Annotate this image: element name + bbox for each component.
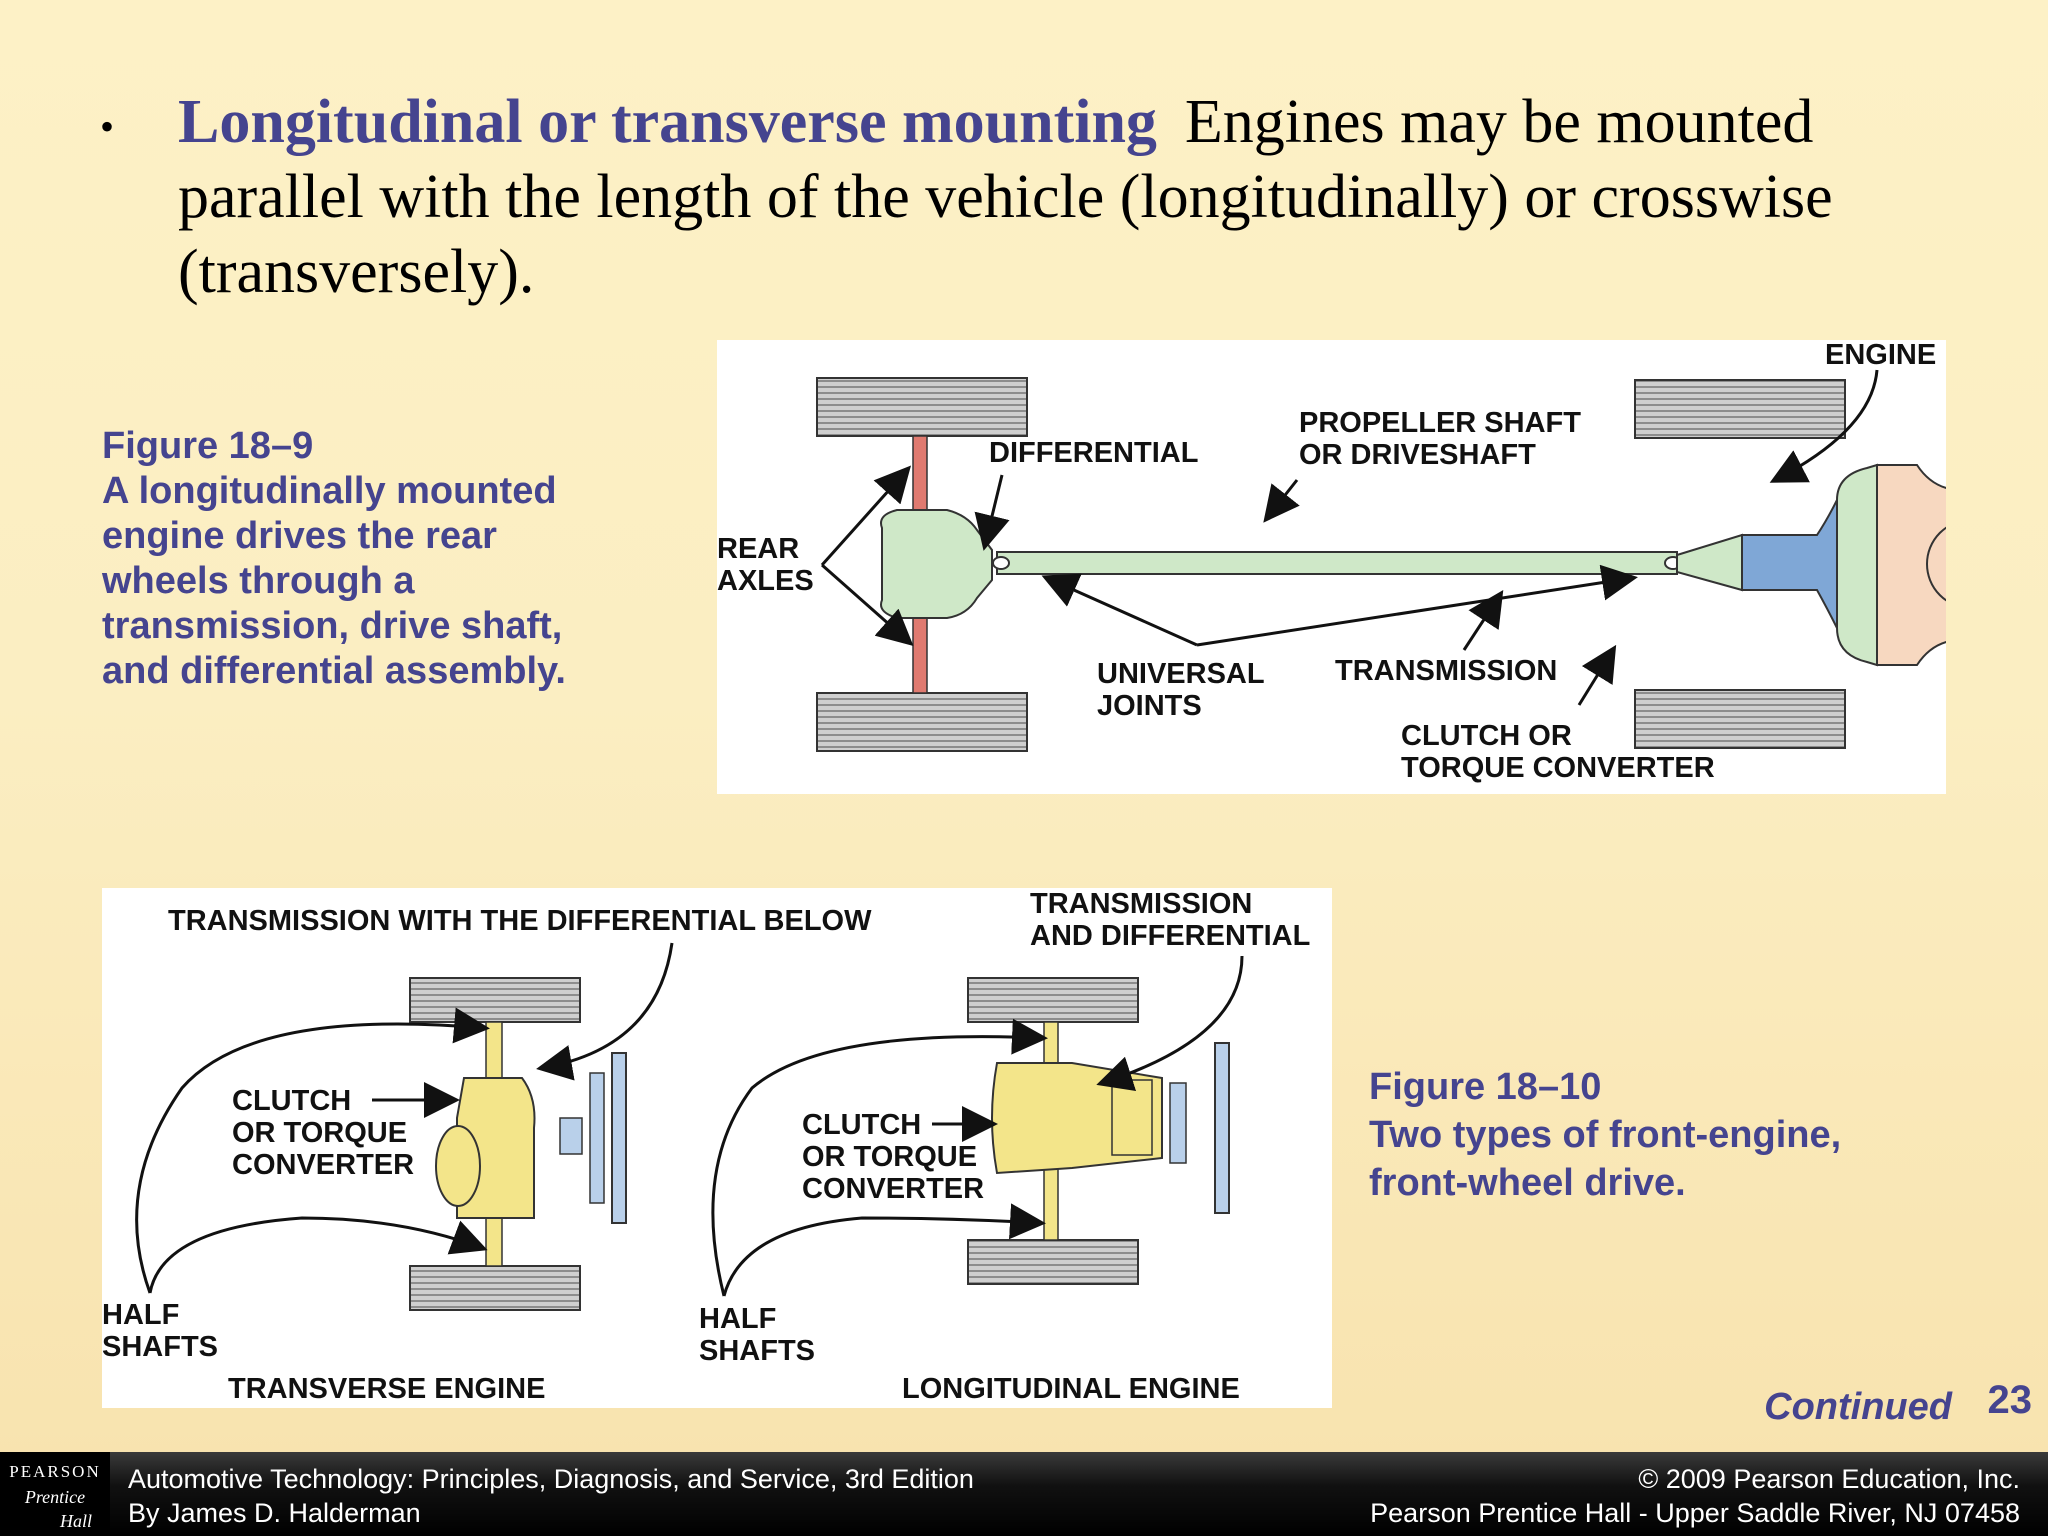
figure-18-9-diagram: ENGINE PROPELLER SHAFT OR DRIVESHAFT DIF… <box>717 340 1946 794</box>
label-clutch-left-1: CLUTCH <box>232 1085 351 1117</box>
label-engine: ENGINE <box>1825 340 1936 371</box>
label-propeller-2: OR DRIVESHAFT <box>1299 439 1536 471</box>
caption-title: Figure 18–10 <box>1369 1066 1602 1108</box>
lg-cylinder-head <box>1111 1079 1153 1156</box>
label-transverse-engine: TRANSVERSE ENGINE <box>228 1373 545 1405</box>
footer-publisher-line: Pearson Prentice Hall - Upper Saddle Riv… <box>1370 1498 2020 1528</box>
bullet-body: Engines may be mounted parallel with the… <box>178 88 1833 306</box>
figure-18-10-diagram: TRANSMISSION WITH THE DIFFERENTIAL BELOW… <box>102 888 1332 1408</box>
footer-title: Automotive Technology: Principles, Diagn… <box>128 1464 974 1494</box>
lg-wheel-bottom <box>967 1239 1139 1285</box>
driveshaft <box>996 551 1678 575</box>
tv-pulley <box>559 1117 583 1155</box>
label-half-right-2: SHAFTS <box>699 1335 815 1367</box>
logo-line-3: Hall <box>59 1511 92 1531</box>
transmission-taper <box>1676 533 1743 592</box>
lg-radiator <box>1214 1042 1230 1214</box>
differential <box>880 509 993 619</box>
caption-line: front-wheel drive. <box>1369 1162 1686 1204</box>
tv-clutch <box>435 1125 481 1207</box>
front-wheel-top <box>1634 379 1846 439</box>
page-number: 23 <box>1987 1378 2033 1422</box>
engine-cylinder-head <box>1926 526 1946 602</box>
caption-line: transmission, drive shaft, <box>102 605 563 647</box>
label-half-left-1: HALF <box>102 1299 179 1331</box>
label-clutch-1: CLUTCH OR <box>1401 720 1572 752</box>
bullet-term: Longitudinal or transverse mounting <box>178 88 1157 156</box>
label-trans-and-diff-1: TRANSMISSION <box>1030 888 1252 920</box>
lg-wheel-top <box>967 977 1139 1023</box>
footer-book-info: Automotive Technology: Principles, Diagn… <box>128 1462 974 1530</box>
tv-fan <box>589 1072 605 1204</box>
label-trans-diff-below: TRANSMISSION WITH THE DIFFERENTIAL BELOW <box>168 905 872 937</box>
label-longitudinal-engine: LONGITUDINAL ENGINE <box>902 1373 1240 1405</box>
figure-18-10-caption: Figure 18–10 Two types of front-engine, … <box>1369 1063 1841 1207</box>
logo-line-1: PEARSON <box>9 1462 101 1481</box>
footer-copyright-line: © 2009 Pearson Education, Inc. <box>1638 1464 2020 1494</box>
tv-wheel-top <box>409 977 581 1023</box>
label-universal-1: UNIVERSAL <box>1097 658 1265 690</box>
label-clutch-left-3: CONVERTER <box>232 1149 414 1181</box>
label-differential: DIFFERENTIAL <box>989 437 1198 469</box>
label-clutch-left-2: OR TORQUE <box>232 1117 407 1149</box>
label-transmission: TRANSMISSION <box>1335 655 1557 687</box>
caption-title: Figure 18–9 <box>102 425 314 467</box>
leader-arrows-2 <box>135 942 1244 1297</box>
footer-copyright: © 2009 Pearson Education, Inc. Pearson P… <box>1370 1462 2020 1530</box>
label-clutch-right-2: OR TORQUE <box>802 1141 977 1173</box>
tv-wheel-bottom <box>409 1265 581 1311</box>
label-clutch-right-3: CONVERTER <box>802 1173 984 1205</box>
label-rear-2: AXLES <box>717 565 814 597</box>
label-universal-2: JOINTS <box>1097 690 1202 722</box>
caption-line: engine drives the rear <box>102 515 497 557</box>
universal-joint-rear <box>992 556 1010 570</box>
label-clutch-right-1: CLUTCH <box>802 1109 921 1141</box>
leader-arrows <box>820 369 1879 706</box>
continued-label: Continued <box>1764 1386 1952 1428</box>
caption-line: A longitudinally mounted <box>102 470 557 512</box>
label-propeller-1: PROPELLER SHAFT <box>1299 407 1581 439</box>
rear-wheel-bottom <box>816 692 1028 752</box>
label-clutch-2: TORQUE CONVERTER <box>1401 752 1715 784</box>
label-trans-and-diff-2: AND DIFFERENTIAL <box>1030 920 1310 952</box>
clutch-housing <box>1836 463 1878 667</box>
lg-pulley <box>1169 1082 1187 1164</box>
caption-line: Two types of front-engine, <box>1369 1114 1842 1156</box>
figure-18-9-caption: Figure 18–9 A longitudinally mounted eng… <box>102 424 566 694</box>
footer-author: By James D. Halderman <box>128 1498 421 1528</box>
tv-radiator <box>611 1052 627 1224</box>
front-wheel-bottom <box>1634 689 1846 749</box>
label-half-left-2: SHAFTS <box>102 1331 218 1363</box>
pearson-logo: PEARSON Prentice Hall <box>0 1452 110 1536</box>
bullet-dot: • <box>100 104 115 149</box>
rear-wheel-top <box>816 377 1028 437</box>
transmission <box>1741 499 1838 629</box>
label-half-right-1: HALF <box>699 1303 776 1335</box>
label-rear-1: REAR <box>717 533 799 565</box>
caption-line: wheels through a <box>102 560 415 602</box>
engine-block <box>1876 464 1946 666</box>
caption-line: and differential assembly. <box>102 650 566 692</box>
footer-bar: PEARSON Prentice Hall Automotive Technol… <box>0 1452 2048 1536</box>
logo-line-2: Prentice <box>24 1487 86 1507</box>
